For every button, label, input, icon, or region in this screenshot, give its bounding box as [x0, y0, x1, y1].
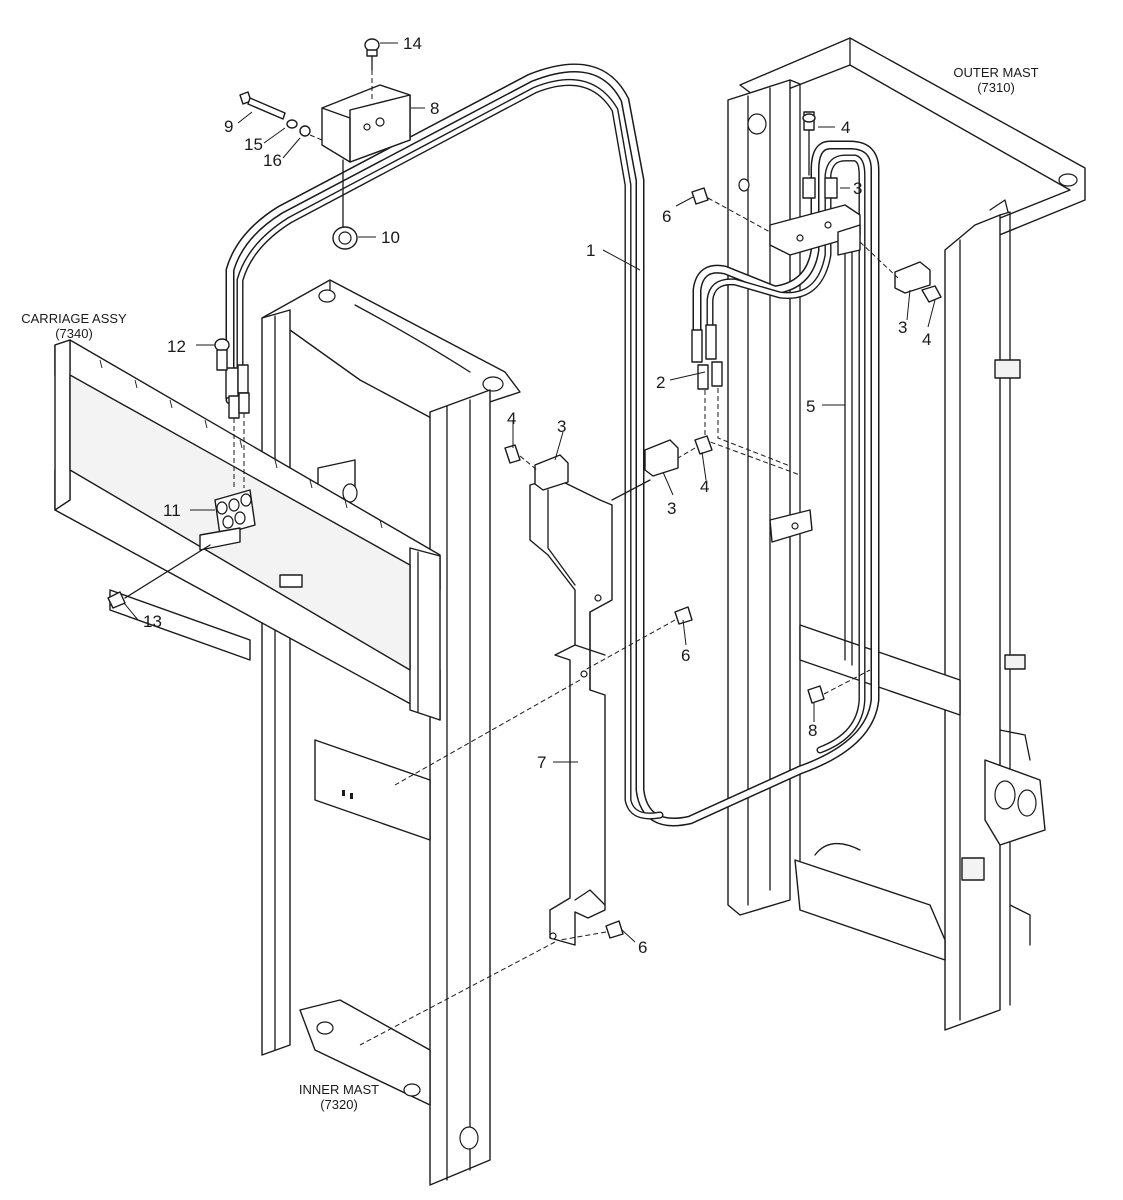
hose-pulley-bracket-8 — [321, 84, 411, 250]
callout-3-outer-right: 3 — [898, 318, 907, 337]
callout-9: 9 — [224, 117, 233, 136]
callout-8: 8 — [430, 99, 439, 118]
outer-mast-code: (7310) — [977, 80, 1015, 95]
callout-3-inner-mid: 3 — [667, 499, 676, 518]
callout-6-mid: 6 — [681, 646, 690, 665]
callout-16: 16 — [263, 151, 282, 170]
callout-4-outer-right: 4 — [922, 330, 931, 349]
callout-15: 15 — [244, 135, 263, 154]
bolt-9 — [239, 91, 323, 141]
callout-4-outer-top: 4 — [841, 118, 850, 137]
callout-14: 14 — [403, 34, 422, 53]
inner-clamps — [504, 435, 713, 501]
callout-10: 10 — [381, 228, 400, 247]
callout-6-bottom: 6 — [638, 938, 647, 957]
hose-fittings-carriage — [199, 364, 256, 551]
callout-2: 2 — [656, 373, 665, 392]
bolts-6 — [359, 606, 871, 1046]
hose-1 — [225, 63, 880, 827]
callout-3-inner-left: 3 — [557, 417, 566, 436]
callout-1: 1 — [586, 241, 595, 260]
callout-7: 7 — [537, 753, 546, 772]
callout-6-outer-top: 6 — [662, 207, 671, 226]
hose-fittings-outer — [691, 324, 813, 543]
hose-bracket-7 — [529, 477, 613, 946]
callout-5: 5 — [806, 397, 815, 416]
inner-mast-caption: INNER MAST — [299, 1082, 379, 1097]
carriage-assy-caption: CARRIAGE ASSY — [21, 311, 127, 326]
callout-4-inner-left: 4 — [507, 409, 516, 428]
callout-3-outer-top: 3 — [853, 179, 862, 198]
leader-lines — [123, 42, 936, 943]
bolt-12 — [214, 338, 230, 371]
callout-11: 11 — [163, 501, 181, 520]
callout-4-inner-mid: 4 — [700, 477, 709, 496]
hose-5 — [236, 79, 866, 820]
inner-mast — [261, 279, 521, 1186]
callout-13: 13 — [143, 612, 162, 631]
carriage-assy-code: (7340) — [55, 326, 93, 341]
bolt-13 — [107, 544, 211, 609]
inner-mast-code: (7320) — [320, 1097, 358, 1112]
callout-12: 12 — [167, 337, 186, 356]
outer-mast-caption: OUTER MAST — [953, 65, 1038, 80]
callout-8-lower: 8 — [808, 721, 817, 740]
outer-clamps — [691, 111, 942, 303]
bolt-14 — [364, 38, 380, 100]
